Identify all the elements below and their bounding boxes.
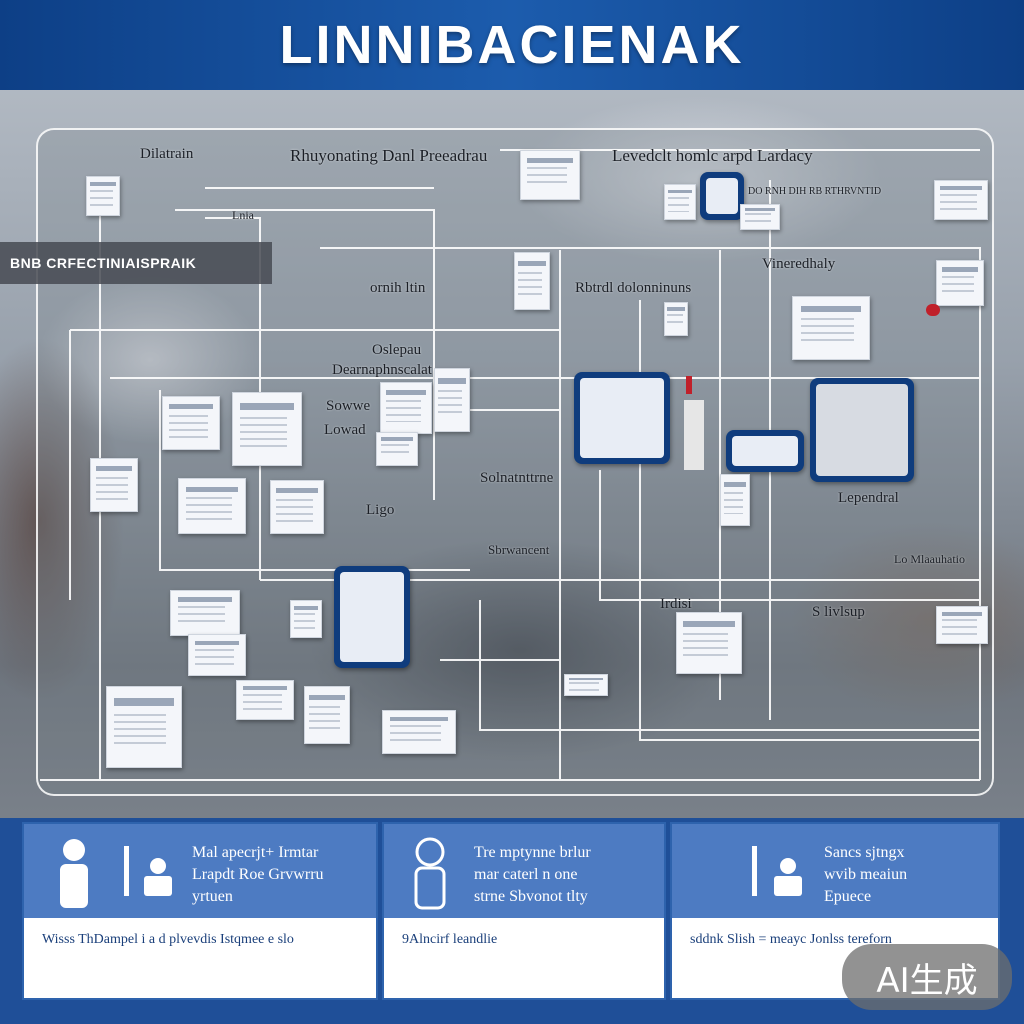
document-icon (520, 150, 580, 200)
document-icon (232, 392, 302, 466)
diagram-label: Lnia (232, 208, 254, 223)
diagram-label: Dearnaphnscalat (332, 362, 432, 379)
diagram-label: Solnatnttrne (480, 470, 553, 487)
card-heading: Sancs sjtngx wvib meaiun Epuece (824, 842, 907, 908)
document-icon (236, 680, 294, 720)
document-icon (740, 204, 780, 230)
document-icon (434, 368, 470, 432)
marker-icon (686, 376, 692, 394)
diagram-label: Lowad (324, 422, 366, 439)
document-icon (720, 474, 750, 526)
info-card: Tre mptynne brlur mar caterl n one strne… (382, 822, 666, 1000)
ai-generated-badge: AI生成 (842, 944, 1012, 1010)
divider (124, 846, 129, 896)
diagram-label: Oslepau (372, 342, 421, 359)
server-icon (514, 252, 550, 310)
person-icon (410, 836, 450, 910)
diagram-label: DO RNH DIH RB RTHRVNTID (748, 186, 881, 197)
document-icon (792, 296, 870, 360)
document-icon (270, 480, 324, 534)
card-caption: Wisss ThDampel i a d plvevdis Istqmee e … (42, 932, 294, 948)
monitor-icon (726, 430, 804, 472)
document-icon (90, 458, 138, 512)
diagram-label: Ligo (366, 502, 394, 519)
diagram-label: Levedclt homlc arpd Lardacy (612, 146, 813, 166)
document-icon (934, 180, 988, 220)
document-icon (188, 634, 246, 676)
diagram-label: Lependral (838, 490, 899, 507)
doctor-portrait-icon (810, 378, 914, 482)
card-heading: Tre mptynne brlur mar caterl n one strne… (474, 842, 591, 908)
document-icon (106, 686, 182, 768)
document-icon (162, 396, 220, 450)
monitor-icon (574, 372, 670, 464)
document-icon (676, 612, 742, 674)
card-heading: Mal apecrjt+ Irmtar Lrapdt Roe Grvwrru y… (192, 842, 324, 908)
folder-icon (334, 566, 410, 668)
document-icon (936, 606, 988, 644)
document-icon (178, 478, 246, 534)
document-icon (664, 302, 688, 336)
diagram-label: ornih ltin (370, 280, 425, 297)
marker-icon (926, 304, 940, 316)
diagram-label: Rhuyonating Danl Preeadrau (290, 146, 487, 166)
document-icon (936, 260, 984, 306)
document-icon (382, 710, 456, 754)
diagram-label: Irdisi (660, 596, 692, 613)
diagram-label: Vineredhaly (762, 256, 835, 273)
document-icon (304, 686, 350, 744)
person-icon (54, 836, 94, 910)
info-card: Mal apecrjt+ Irmtar Lrapdt Roe Grvwrru y… (22, 822, 378, 1000)
document-icon (170, 590, 240, 636)
document-icon (376, 432, 418, 466)
monitor-icon (700, 172, 744, 220)
document-icon (564, 674, 608, 696)
section-header-label: BNB CRFECTINIAISPRAIK (10, 255, 196, 271)
person-icon (770, 856, 806, 896)
document-icon (86, 176, 120, 216)
document-icon (380, 382, 432, 434)
diagram-label: Lo Mlaauhatio (894, 552, 965, 567)
ai-generated-label: AI生成 (876, 953, 977, 1002)
device-icon (684, 400, 704, 470)
diagram-label: Sbrwancent (488, 542, 549, 558)
divider (752, 846, 757, 896)
diagram-label: Sowwe (326, 398, 370, 415)
person-icon (140, 856, 176, 896)
card-caption: 9Alncirf leandlie (402, 932, 497, 948)
section-header-bar: BNB CRFECTINIAISPRAIK (0, 242, 272, 284)
document-icon (664, 184, 696, 220)
diagram-label: Rbtrdl dolonninuns (575, 280, 691, 297)
document-icon (290, 600, 322, 638)
diagram-label: S livlsup (812, 604, 865, 621)
diagram-label: Dilatrain (140, 146, 193, 163)
